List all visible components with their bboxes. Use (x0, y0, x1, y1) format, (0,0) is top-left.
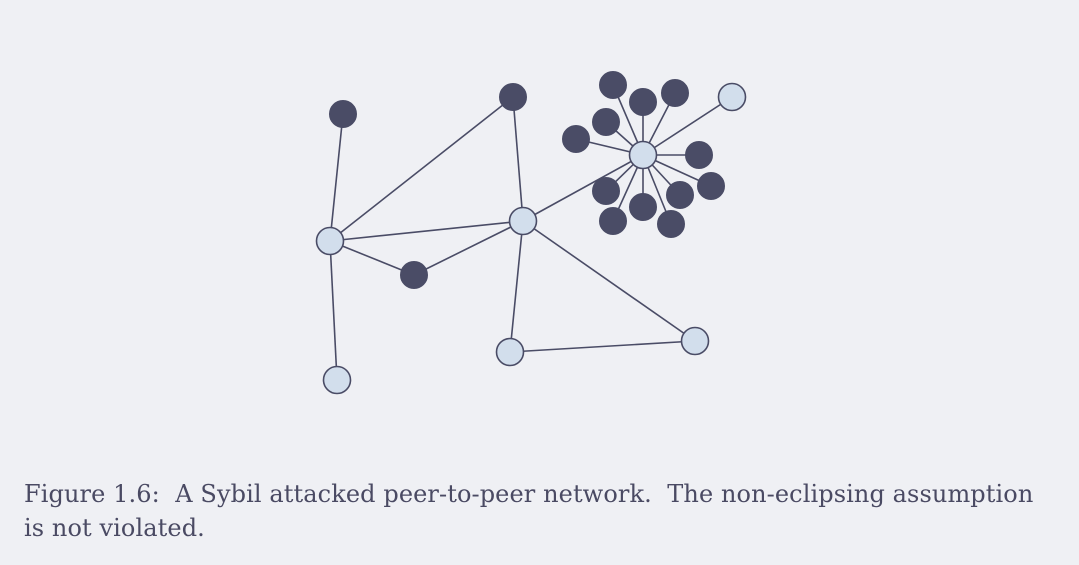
sybil-node-s-top-mid (499, 83, 527, 111)
honest-node-h-left (315, 226, 345, 256)
edge-h-center-to-h-hub (522, 154, 644, 222)
edge-h-center-to-h-bottom-mid (509, 220, 524, 353)
honest-node-h-bottom-mid (495, 337, 525, 367)
honest-node-h-hub (628, 140, 658, 170)
caption-line-1: Figure 1.6: A Sybil attacked peer-to-pee… (24, 480, 1034, 508)
sybil-node-s-hub-10 (629, 193, 657, 221)
sybil-node-s-hub-1 (599, 71, 627, 99)
sybil-node-s-mid (400, 261, 428, 289)
edge-h-left-to-h-center (329, 220, 524, 242)
sybil-node-s-hub-3 (661, 79, 689, 107)
sybil-node-s-hub-7 (697, 172, 725, 200)
sybil-node-s-top-left (329, 100, 357, 128)
sybil-node-s-hub-4 (592, 108, 620, 136)
edge-h-hub-to-h-top-right (642, 96, 733, 156)
honest-node-h-bottom-right (680, 326, 710, 356)
sybil-node-s-hub-11 (599, 207, 627, 235)
edge-h-left-to-s-top-mid (329, 96, 514, 242)
honest-node-h-top-right (717, 82, 747, 112)
node-layer (315, 71, 747, 395)
honest-node-h-center (508, 206, 538, 236)
sybil-node-s-hub-6 (685, 141, 713, 169)
edge-s-mid-to-h-center (413, 220, 524, 276)
edge-h-bottom-mid-to-h-bottom-right (509, 340, 696, 353)
caption-line-2: is not violated. (24, 514, 205, 542)
edge-h-left-to-s-top-left (329, 113, 344, 242)
figure-caption: Figure 1.6: A Sybil attacked peer-to-pee… (24, 477, 1064, 545)
edge-h-left-to-s-mid (329, 240, 415, 276)
sybil-node-s-hub-2 (629, 88, 657, 116)
sybil-node-s-hub-12 (657, 210, 685, 238)
sybil-node-s-hub-5 (562, 125, 590, 153)
sybil-node-s-hub-8 (592, 177, 620, 205)
sybil-node-s-hub-9 (666, 181, 694, 209)
edge-s-top-mid-to-h-center (512, 96, 524, 222)
edge-h-left-to-h-bottom-left (329, 240, 338, 381)
edge-h-center-to-h-bottom-right (522, 220, 696, 342)
honest-node-h-bottom-left (322, 365, 352, 395)
